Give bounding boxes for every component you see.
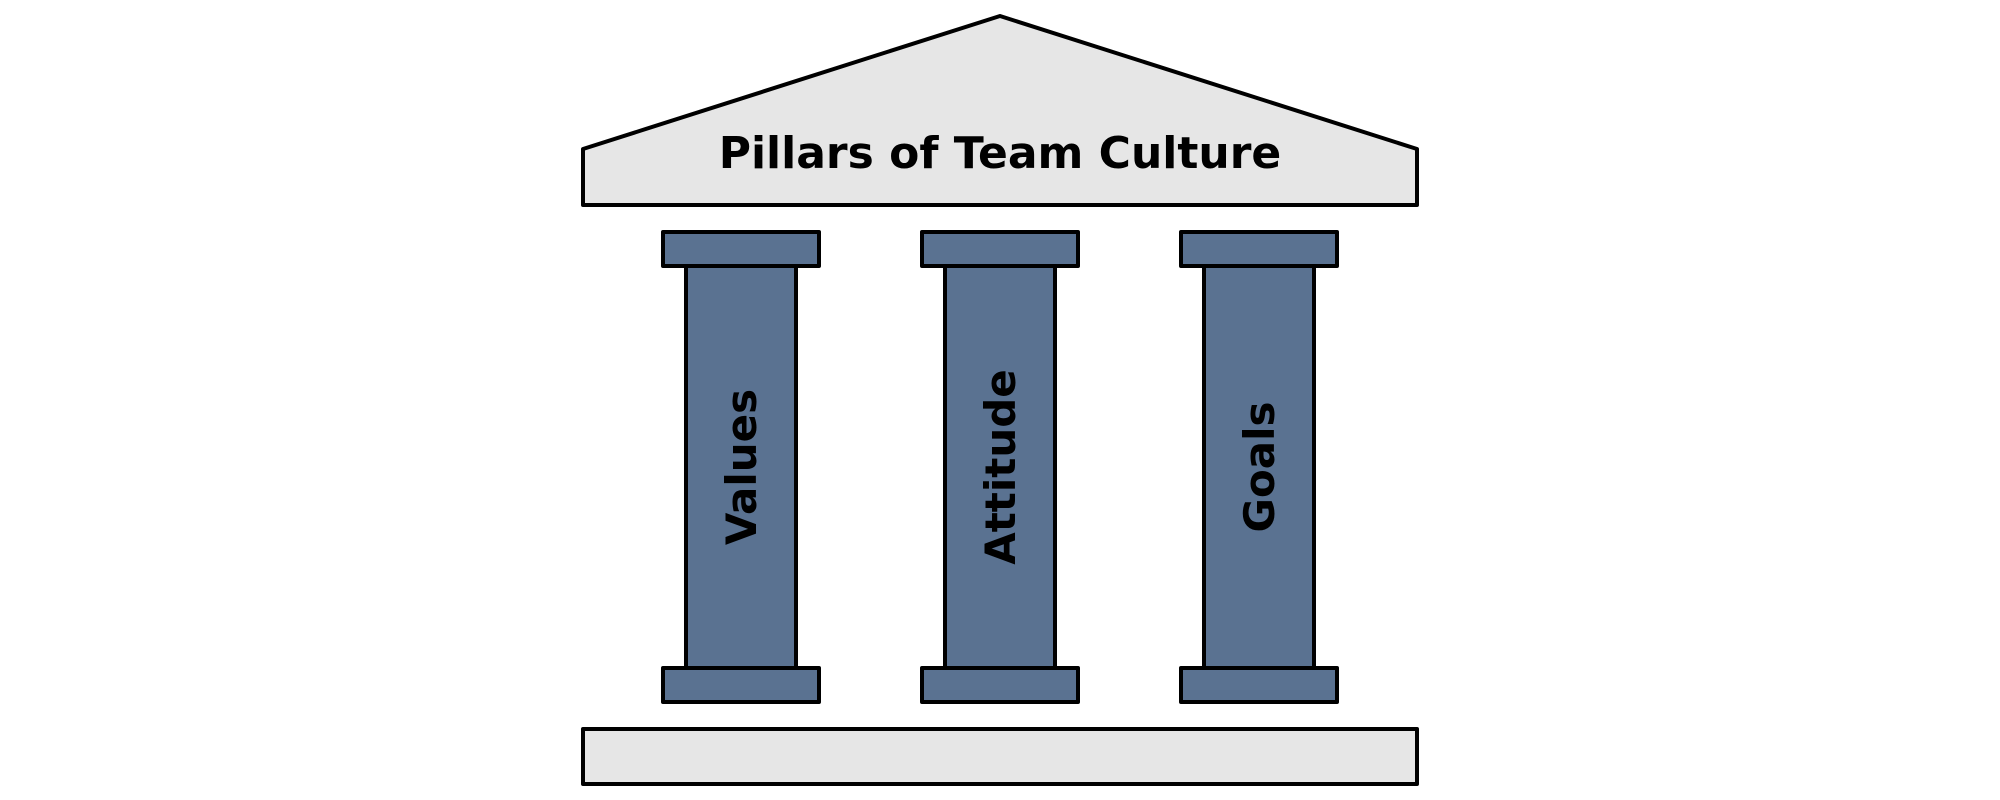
pillar-attitude: Attitude [920, 230, 1080, 704]
pillar-foot [661, 666, 821, 704]
pillar-foot [1179, 666, 1339, 704]
pillar-capital [920, 230, 1080, 268]
diagram-title: Pillars of Team Culture [719, 128, 1282, 179]
pillar-foot [920, 666, 1080, 704]
pillar-capital [1179, 230, 1339, 268]
pillar-shaft [1202, 264, 1316, 670]
pillar-values: Values [661, 230, 821, 704]
pillar-capital [661, 230, 821, 268]
pillar-label-values: Values [717, 389, 766, 545]
pillar-label-attitude: Attitude [976, 369, 1025, 565]
pillar-label-goals: Goals [1235, 401, 1284, 532]
temple-roof: Pillars of Team Culture [581, 14, 1419, 207]
roof-pediment [581, 14, 1419, 207]
pillar-shaft [684, 264, 798, 670]
temple-base [581, 727, 1419, 786]
pillar-goals: Goals [1179, 230, 1339, 704]
pillar-shaft [943, 264, 1057, 670]
